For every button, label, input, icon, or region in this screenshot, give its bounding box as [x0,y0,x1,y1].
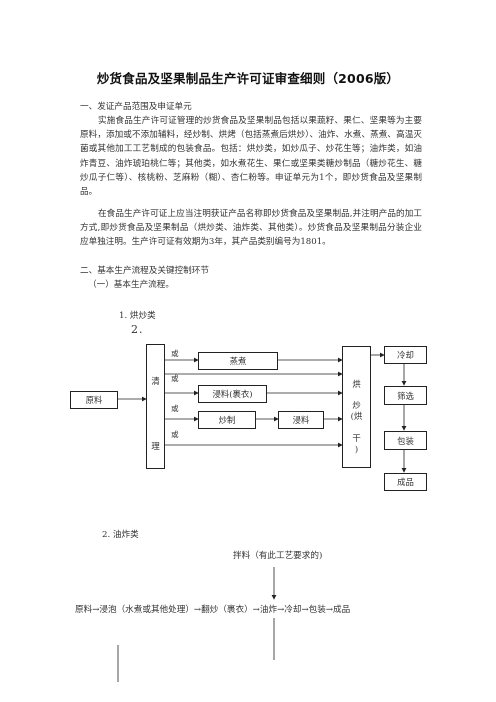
stir-fry-label: 炒制 [218,415,236,425]
or-label-3: 或 [171,404,179,413]
screen-box: 筛选 [384,386,427,405]
section1-paragraph-2: 在食品生产许可证上应当注明获证产品名称即炒货食品及坚果制品,并注明产品的加工方式… [80,209,422,248]
steam-label: 蒸煮 [229,356,247,366]
item-fried: 2. 油炸类 [102,530,139,540]
steam-box: 蒸煮 [198,352,278,370]
bake-char-5: ) [354,444,359,454]
or-label-2: 或 [171,374,179,383]
cleaning-box: 清 理 [146,344,165,469]
fried-flow-line: 原料→浸泡（水煮或其他处理）→翻炒（裹衣）→油炸→冷却→包装→成品 [75,605,351,615]
bake-char-1: 烘 [352,379,361,389]
pack-box: 包装 [384,431,427,450]
section1-paragraph: 实施食品生产许可证管理的炒货食品及坚果制品包括以果蔬籽、果仁、坚果等为主要原料，… [80,116,422,198]
section2-heading: 二、基本生产流程及关键控制环节 [80,266,209,276]
bake-char-2: 炒 [352,400,361,410]
product-label: 成品 [397,477,414,487]
or-label-1: 或 [171,349,179,358]
cool-label: 冷却 [397,350,414,360]
soak-coat-label: 浸料(裹衣) [212,389,253,399]
soak-label: 浸料 [292,415,310,425]
cool-box: 冷却 [384,346,427,364]
section2-subheading: （一）基本生产流程。 [88,280,174,290]
item-2-label: 2. [131,323,144,336]
raw-material-label: 原料 [85,395,103,405]
soak-coat-box: 浸料(裹衣) [198,385,267,403]
or-label-4: 或 [171,430,179,439]
section1-heading: 一、发证产品范围及申证单元 [80,102,192,112]
mix-step-label: 拌料（有此工艺要求的) [233,551,323,561]
stir-fry-box: 炒制 [198,411,256,429]
soak-box: 浸料 [278,411,324,429]
pack-label: 包装 [397,435,414,446]
bake-char-4: 干 [352,433,361,443]
bake-box: 烘 炒 (烘 干 ) [342,346,371,468]
bake-char-3: (烘 [350,411,363,421]
product-box: 成品 [384,473,427,491]
screen-label: 筛选 [397,390,414,401]
item-baked: 1. 烘炒类 [119,311,156,321]
document-title: 炒货食品及坚果制品生产许可证审查细则（2006版） [96,71,400,86]
cleaning-label-bottom: 理 [151,441,160,451]
cleaning-label-top: 清 [151,376,160,386]
raw-material-box: 原料 [70,391,118,409]
